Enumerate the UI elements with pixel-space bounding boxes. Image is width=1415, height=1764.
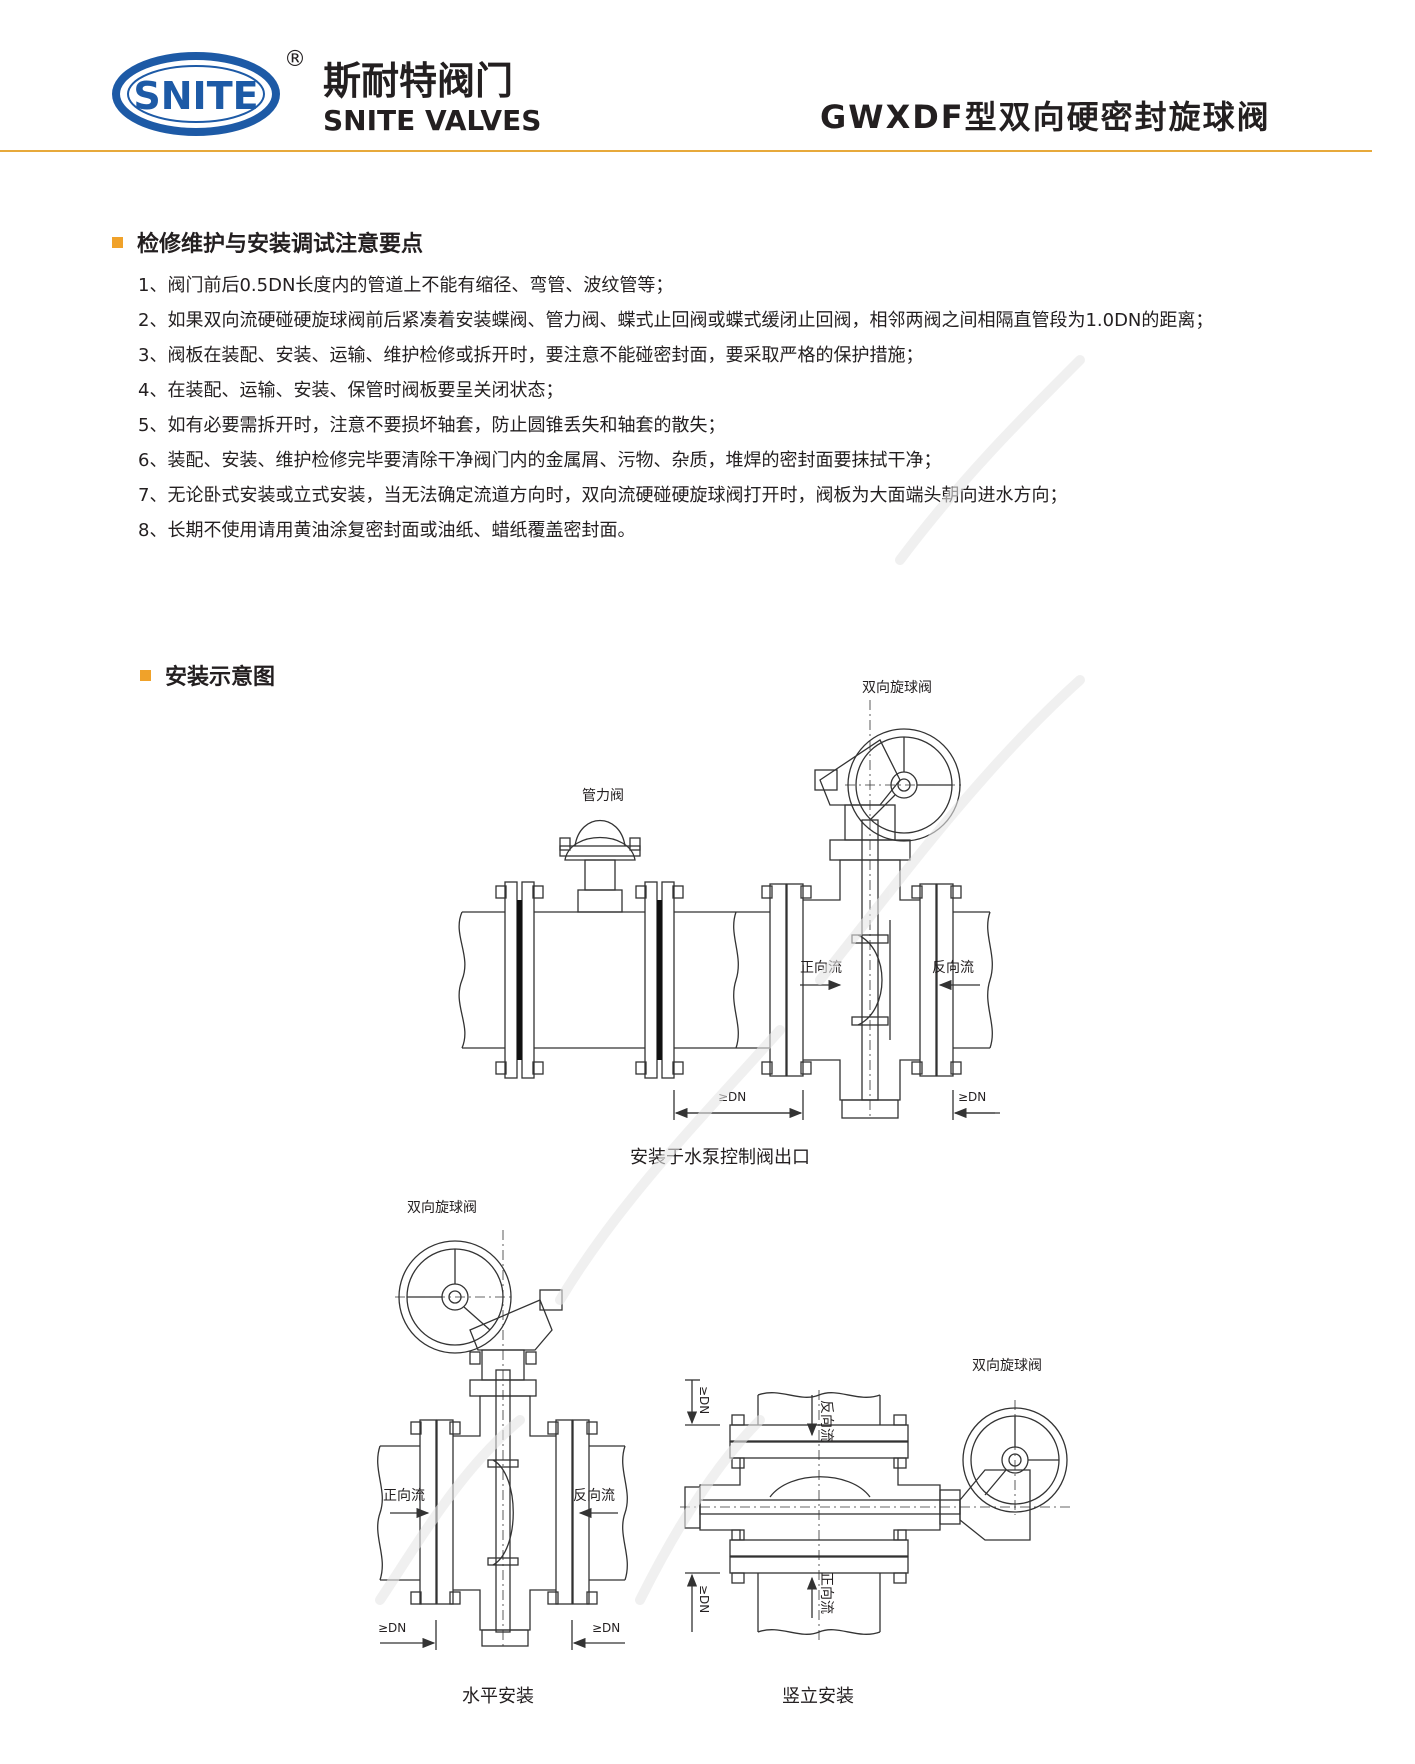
vertical-valve-label: 双向旋球阀 <box>972 1358 1042 1374</box>
top-dim-left: ≥DN <box>718 1090 746 1104</box>
horizontal-valve-label: 双向旋球阀 <box>407 1200 477 1216</box>
maintenance-heading-text: 检修维护与安装调试注意要点 <box>137 232 424 257</box>
horizontal-forward-flow-label: 正向流 <box>383 1488 425 1504</box>
list-item: 6、装配、安装、维护检修完毕要清除干净阀门内的金属屑、污物、杂质，堆焊的密封面要… <box>138 450 942 471</box>
list-item: 8、长期不使用请用黄油涂复密封面或油纸、蜡纸覆盖密封面。 <box>138 520 636 541</box>
list-item: 4、在装配、运输、安装、保管时阀板要呈关闭状态； <box>138 380 564 401</box>
pump-outlet-diagram <box>458 700 1000 1120</box>
brand-name-en: SNITE VALVES <box>323 104 541 137</box>
horizontal-reverse-flow-label: 反向流 <box>573 1488 615 1504</box>
registered-mark: ® <box>284 47 306 72</box>
document-title: GWXDF型双向硬密封旋球阀 <box>820 98 1271 136</box>
maintenance-list: 1、阀门前后0.5DN长度内的管道上不能有缩径、弯管、波纹管等； 2、如果双向流… <box>138 268 1328 548</box>
vertical-install-diagram <box>680 1379 1070 1640</box>
diagram-heading-text: 安装示意图 <box>165 665 276 690</box>
list-item: 3、阀板在装配、安装、运输、维护检修或拆开时，要注意不能碰密封面，要采取严格的保… <box>138 345 924 366</box>
vertical-reverse-flow-label: 反向流 <box>818 1400 834 1442</box>
diagram-heading: 安装示意图 <box>140 659 275 691</box>
logo-emblem: SNITE <box>112 52 280 136</box>
list-item: 7、无论卧式安装或立式安装，当无法确定流道方向时，双向流硬碰硬旋球阀打开时，阀板… <box>138 485 1068 506</box>
horizontal-dim-right: ≥DN <box>592 1621 620 1635</box>
bullet-square-icon <box>112 237 123 248</box>
brand-logo: SNITE ® 斯耐特阀门 SNITE VALVES <box>112 47 541 137</box>
top-valve-label: 双向旋球阀 <box>862 680 932 696</box>
vertical-forward-flow-label: 正向流 <box>818 1572 834 1614</box>
list-item: 2、如果双向流硬碰硬旋球阀前后紧凑着安装蝶阀、管力阀、蝶式止回阀或蝶式缓闭止回阀… <box>138 310 1214 331</box>
brand-name-cn: 斯耐特阀门 <box>323 59 513 103</box>
top-forward-flow-label: 正向流 <box>800 960 842 976</box>
bullet-square-icon <box>140 670 151 681</box>
bolt-icon <box>410 1421 598 1605</box>
logo-text: SNITE <box>133 74 258 118</box>
top-caption: 安装于水泵控制阀出口 <box>630 1147 810 1168</box>
horizontal-caption: 水平安装 <box>462 1686 534 1707</box>
bolt-icon <box>495 885 684 1075</box>
vertical-dim-bottom: ≥DN <box>697 1585 711 1613</box>
top-dim-right: ≥DN <box>958 1090 986 1104</box>
vertical-dim-top: ≥DN <box>697 1386 711 1414</box>
horizontal-install-diagram <box>377 1230 628 1650</box>
top-reverse-flow-label: 反向流 <box>932 960 974 976</box>
horizontal-dim-left: ≥DN <box>378 1621 406 1635</box>
header-divider <box>0 150 1372 152</box>
maintenance-heading: 检修维护与安装调试注意要点 <box>112 226 423 258</box>
list-item: 1、阀门前后0.5DN长度内的管道上不能有缩径、弯管、波纹管等； <box>138 275 674 296</box>
pipe-valve-label: 管力阀 <box>582 788 624 804</box>
handwheel-icon <box>847 728 961 842</box>
installation-drawings: 双向旋球阀 管力阀 正向流 反向流 ≥DN ≥DN 安装于水泵控制阀出口 双向旋… <box>377 680 1070 1707</box>
pipe-force-valve <box>559 820 641 913</box>
list-item: 5、如有必要需拆开时，注意不要损坏轴套，防止圆锥丢失和轴套的散失； <box>138 415 726 436</box>
vertical-caption: 竖立安装 <box>782 1686 854 1707</box>
